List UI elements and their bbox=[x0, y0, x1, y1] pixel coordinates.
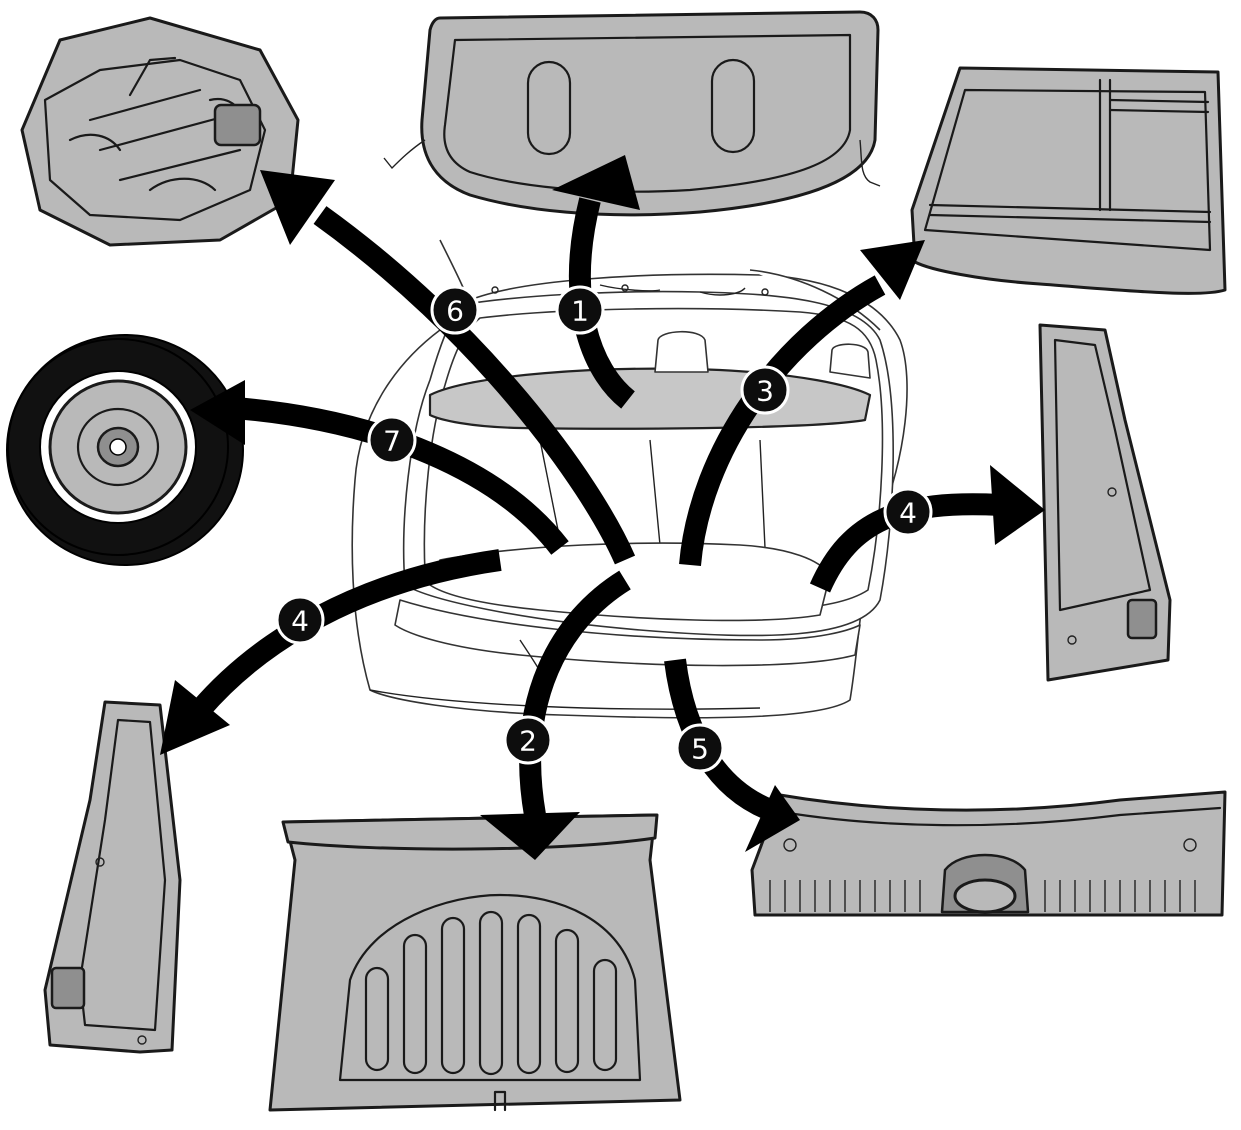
part-side-panel-left bbox=[43, 700, 182, 1054]
sill-trim-hole-left bbox=[783, 838, 797, 852]
callout-2-label: 2 bbox=[519, 725, 537, 758]
arrow-4-left-head bbox=[160, 680, 230, 755]
arrow-2 bbox=[519, 570, 631, 817]
tool-tray-recess bbox=[43, 58, 267, 222]
floor-mat-recess bbox=[338, 893, 642, 1082]
side-panel-right-hole bbox=[1107, 487, 1117, 497]
callout-7: 7 bbox=[367, 415, 417, 465]
parcel-shelf-string-right bbox=[859, 139, 881, 187]
storage-tray-divider-vertical bbox=[1098, 78, 1112, 212]
sill-trim-hole-right bbox=[1183, 838, 1197, 852]
storage-tray-outline bbox=[910, 66, 1227, 295]
headrest-left bbox=[654, 330, 709, 373]
arrow-4-right bbox=[809, 493, 1001, 593]
parcel-shelf-slot-right bbox=[710, 58, 756, 154]
arrow-4-right-head bbox=[990, 465, 1045, 545]
part-storage-tray bbox=[910, 66, 1227, 295]
callout-1: 1 bbox=[555, 285, 605, 335]
parcel-shelf-slot-left bbox=[526, 60, 572, 156]
seatback-lines bbox=[539, 439, 766, 549]
side-panel-left-outline bbox=[43, 700, 182, 1054]
arrow-7-head bbox=[190, 380, 245, 445]
side-panel-right-recess bbox=[1053, 338, 1152, 612]
callout-7-label: 7 bbox=[383, 425, 401, 458]
arrow-7 bbox=[234, 397, 569, 555]
floor-mat-outline bbox=[268, 813, 682, 1112]
part-floor-mat bbox=[268, 813, 682, 1112]
callout-4-right: 4 bbox=[883, 487, 933, 537]
storage-tray-divider-horizontal bbox=[928, 98, 1212, 224]
arrow-1-head bbox=[552, 155, 640, 210]
side-panel-left-recess bbox=[78, 718, 167, 1032]
tool-tray-box bbox=[213, 103, 262, 147]
headrest-right bbox=[829, 343, 871, 379]
parcel-shelf-outline bbox=[420, 10, 880, 217]
callout-2: 2 bbox=[503, 715, 553, 765]
arrow-5-head bbox=[745, 785, 800, 852]
callout-3-label: 3 bbox=[756, 375, 774, 408]
sill-trim-top-edge bbox=[780, 806, 1222, 827]
side-panel-right-hole bbox=[1067, 635, 1077, 645]
spare-wheel-hub-ring bbox=[76, 407, 160, 487]
arrow-6 bbox=[313, 206, 636, 565]
sill-trim-ribs bbox=[769, 880, 1196, 912]
part-side-panel-right bbox=[1038, 323, 1172, 682]
callout-3: 3 bbox=[740, 365, 790, 415]
side-panel-left-clip bbox=[50, 966, 86, 1010]
part-tool-tray bbox=[20, 16, 300, 247]
callouts: 1 2 3 4 4 5 6 7 bbox=[275, 285, 933, 773]
callout-4-left: 4 bbox=[275, 595, 325, 645]
rivet bbox=[761, 288, 769, 296]
side-panel-left-hole bbox=[137, 1035, 147, 1045]
side-panel-right-clip bbox=[1126, 598, 1158, 640]
sill-trim-latch bbox=[953, 878, 1017, 914]
arrow-3-head bbox=[860, 240, 925, 300]
rivet bbox=[621, 284, 629, 292]
side-panel-left-hole bbox=[95, 857, 105, 867]
part-spare-wheel bbox=[6, 334, 244, 566]
callout-5: 5 bbox=[675, 723, 725, 773]
parcel-shelf-string-left bbox=[383, 139, 426, 170]
part-sill-trim bbox=[750, 790, 1227, 917]
trunk-floor bbox=[429, 542, 831, 622]
storage-tray-inner bbox=[923, 88, 1212, 252]
callout-1-label: 1 bbox=[571, 295, 589, 328]
hinge-detail bbox=[599, 284, 746, 296]
rivet bbox=[491, 286, 499, 294]
spare-wheel-center-bore bbox=[109, 438, 127, 456]
arrow-6-head bbox=[260, 170, 335, 245]
side-panel-right-outline bbox=[1038, 323, 1172, 682]
tool-tray-jack bbox=[68, 88, 242, 182]
callout-5-label: 5 bbox=[691, 733, 709, 766]
callout-6: 6 bbox=[430, 285, 480, 335]
floor-mat-front-lip bbox=[281, 813, 659, 851]
arrow-2-head bbox=[480, 812, 580, 860]
callout-6-label: 6 bbox=[446, 295, 464, 328]
floor-mat-notch bbox=[493, 1090, 507, 1112]
callout-4-left-label: 4 bbox=[291, 605, 309, 638]
floor-mat-ribs bbox=[364, 910, 618, 1076]
callout-4-right-label: 4 bbox=[899, 497, 917, 530]
